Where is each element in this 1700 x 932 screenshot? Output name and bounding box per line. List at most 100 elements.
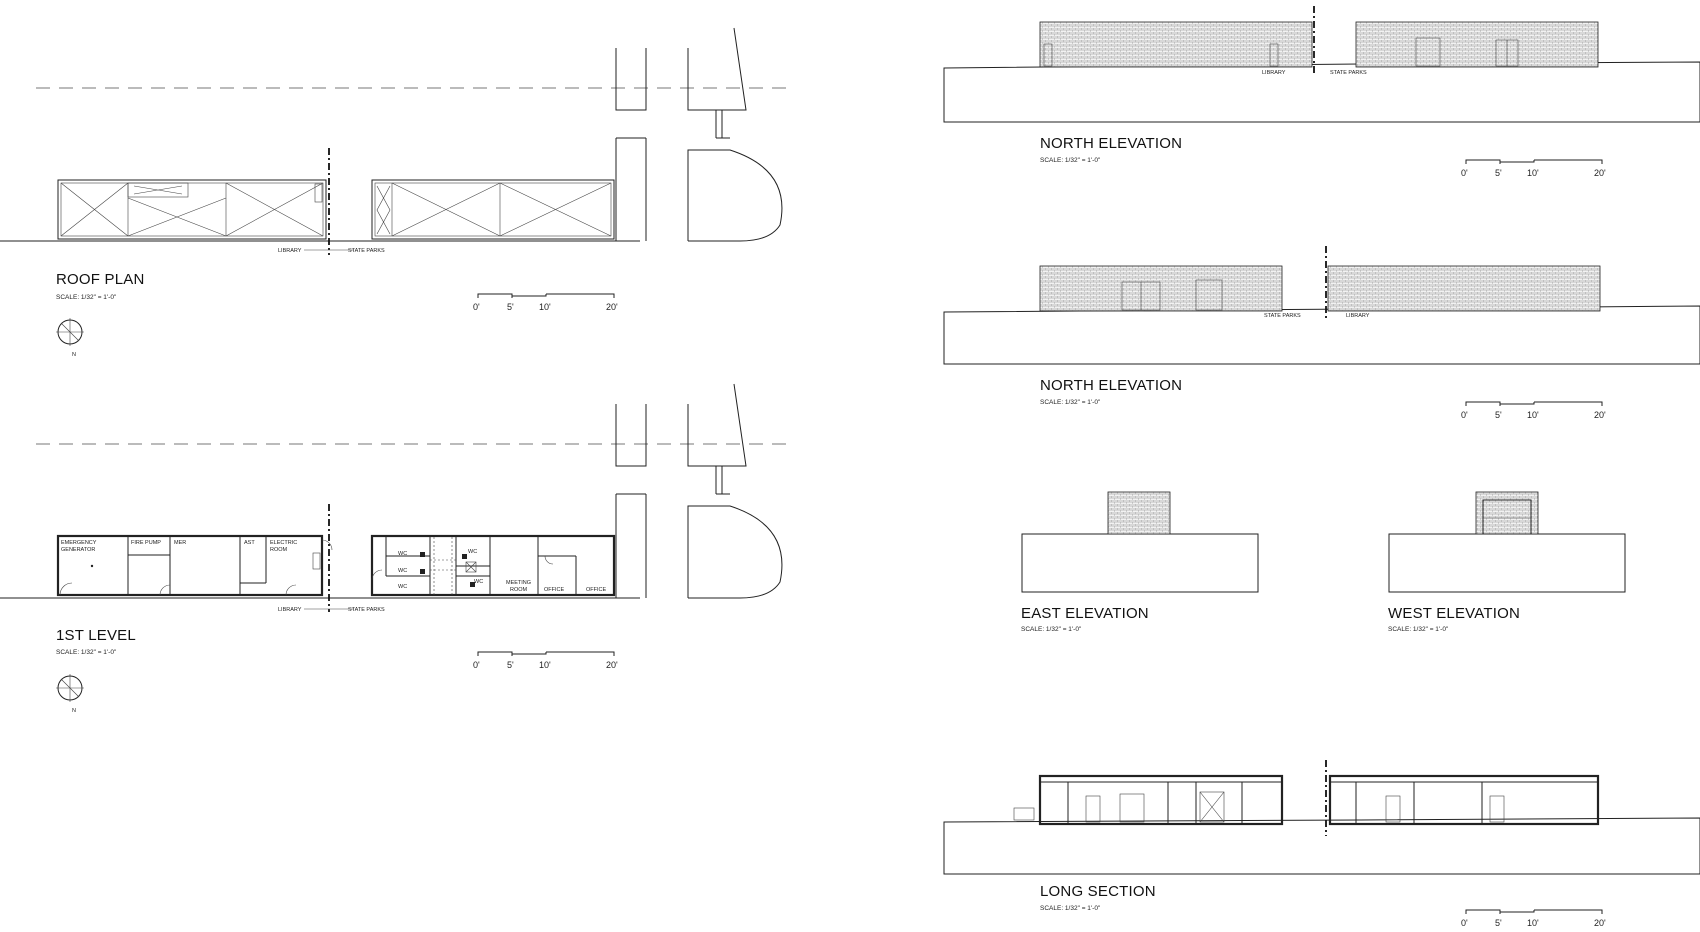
library-label: LIBRARY <box>278 248 302 254</box>
wc-label: WC <box>398 584 407 590</box>
north-elevation-1-drawing: LIBRARY STATE PARKS <box>943 6 1700 123</box>
wc-label: WC <box>468 549 477 555</box>
scale-tick: 5' <box>507 660 514 670</box>
scale-tick: 5' <box>1495 168 1502 178</box>
scale-tick: 0' <box>1461 918 1468 928</box>
roof-plan-scale: SCALE: 1/32" = 1'-0" <box>56 294 117 301</box>
site-boundary <box>615 27 783 242</box>
scale-tick: 0' <box>473 302 480 312</box>
scale-bar: 0' 5' 10' 20' <box>473 651 618 670</box>
ground-hatch <box>943 61 1700 123</box>
scale-bar: 0' 5' 10' 20' <box>473 293 618 312</box>
state-parks-facade <box>1039 265 1283 312</box>
north-elevation-2-title: NORTH ELEVATION <box>1040 377 1182 394</box>
north-label: N <box>72 352 76 358</box>
wc-label: WC <box>474 579 483 585</box>
roof-plan-title: ROOF PLAN <box>56 271 144 288</box>
long-section-title: LONG SECTION <box>1040 883 1156 900</box>
wc-label: WC <box>398 568 407 574</box>
east-elevation-scale: SCALE: 1/32" = 1'-0" <box>1021 626 1082 633</box>
section-library <box>1328 774 1600 826</box>
east-elevation-title: EAST ELEVATION <box>1021 605 1149 622</box>
west-elevation-title: WEST ELEVATION <box>1388 605 1520 622</box>
scale-tick: 20' <box>606 302 618 312</box>
scale-bar: 0' 5' 10' 20' <box>1461 909 1606 928</box>
scale-tick: 10' <box>1527 168 1539 178</box>
scale-tick: 0' <box>1461 410 1468 420</box>
scale-tick: 20' <box>1594 918 1606 928</box>
first-level-scale: SCALE: 1/32" = 1'-0" <box>56 649 117 656</box>
long-section-scale: SCALE: 1/32" = 1'-0" <box>1040 905 1101 912</box>
library-facade <box>1039 21 1313 68</box>
roof-hatch <box>127 182 189 198</box>
scale-tick: 20' <box>606 660 618 670</box>
ground-hatch <box>943 817 1700 875</box>
west-facade <box>1475 491 1539 535</box>
scale-tick: 0' <box>1461 168 1468 178</box>
scale-tick: 5' <box>1495 918 1502 928</box>
door <box>1269 43 1279 67</box>
north-elevation-1-scale: SCALE: 1/32" = 1'-0" <box>1040 157 1101 164</box>
west-elevation-scale: SCALE: 1/32" = 1'-0" <box>1388 626 1449 633</box>
room-label: OFFICE <box>586 587 606 593</box>
roof-slope-lines <box>60 182 324 237</box>
section-state-parks <box>1038 774 1284 826</box>
door <box>1043 43 1053 67</box>
north-label: N <box>72 708 76 714</box>
long-section-drawing <box>943 760 1700 875</box>
roof-library-outline <box>57 179 327 240</box>
state-parks-building <box>370 534 616 597</box>
room-label: OFFICE <box>544 587 564 593</box>
door <box>1085 795 1101 823</box>
louver <box>1199 791 1225 823</box>
louver <box>1415 37 1441 67</box>
room-label: MEETING <box>506 580 531 586</box>
state-parks-label: STATE PARKS <box>1330 70 1367 76</box>
scale-tick: 10' <box>1527 410 1539 420</box>
state-parks-label: STATE PARKS <box>1264 313 1301 319</box>
library-label: LIBRARY <box>278 607 302 613</box>
louver <box>1195 279 1223 311</box>
room-label: GENERATOR <box>61 547 95 553</box>
state-parks-facade <box>1355 21 1599 68</box>
east-elevation-drawing <box>1021 491 1259 593</box>
north-elevation-2-scale: SCALE: 1/32" = 1'-0" <box>1040 399 1101 406</box>
west-glazing <box>1482 499 1532 535</box>
scale-bar: 0' 5' 10' 20' <box>1461 159 1606 178</box>
room-label: MER <box>174 540 186 546</box>
scale-tick: 0' <box>473 660 480 670</box>
door-swings <box>59 539 333 596</box>
scale-tick: 10' <box>1527 918 1539 928</box>
ground-hatch <box>1388 533 1626 593</box>
room-label: ROOM <box>270 547 288 553</box>
state-parks-label: STATE PARKS <box>348 248 385 254</box>
scale-tick: 5' <box>507 302 514 312</box>
entry-doors <box>1119 793 1145 823</box>
west-elevation-drawing <box>1388 491 1626 593</box>
door <box>1385 795 1401 823</box>
room-label: EMERGENCY <box>61 540 97 546</box>
first-level-title: 1ST LEVEL <box>56 627 136 644</box>
east-facade <box>1107 491 1171 535</box>
first-level-plan-drawing: EMERGENCY GENERATOR FIRE PUMP MER AST EL… <box>0 383 790 613</box>
scale-tick: 20' <box>1594 410 1606 420</box>
north-arrow-icon: N <box>56 318 84 358</box>
generator-unit <box>1013 807 1035 821</box>
roof-skylight <box>376 185 391 235</box>
scale-tick: 20' <box>1594 168 1606 178</box>
room-label: ROOM <box>510 587 528 593</box>
site-boundary <box>615 383 783 599</box>
ground-hatch <box>1021 533 1259 593</box>
roof-plan-drawing: LIBRARY STATE PARKS <box>0 27 790 255</box>
room-label: FIRE PUMP <box>131 540 161 546</box>
north-arrow-icon: N <box>56 674 84 714</box>
north-elevation-2-drawing: STATE PARKS LIBRARY <box>943 246 1700 365</box>
room-label: ELECTRIC <box>270 540 297 546</box>
scale-tick: 10' <box>539 302 551 312</box>
library-facade <box>1327 265 1601 312</box>
scale-tick: 5' <box>1495 410 1502 420</box>
north-elevation-1-title: NORTH ELEVATION <box>1040 135 1182 152</box>
roof-state-parks-outline <box>371 179 615 240</box>
roof-drain <box>314 183 323 203</box>
